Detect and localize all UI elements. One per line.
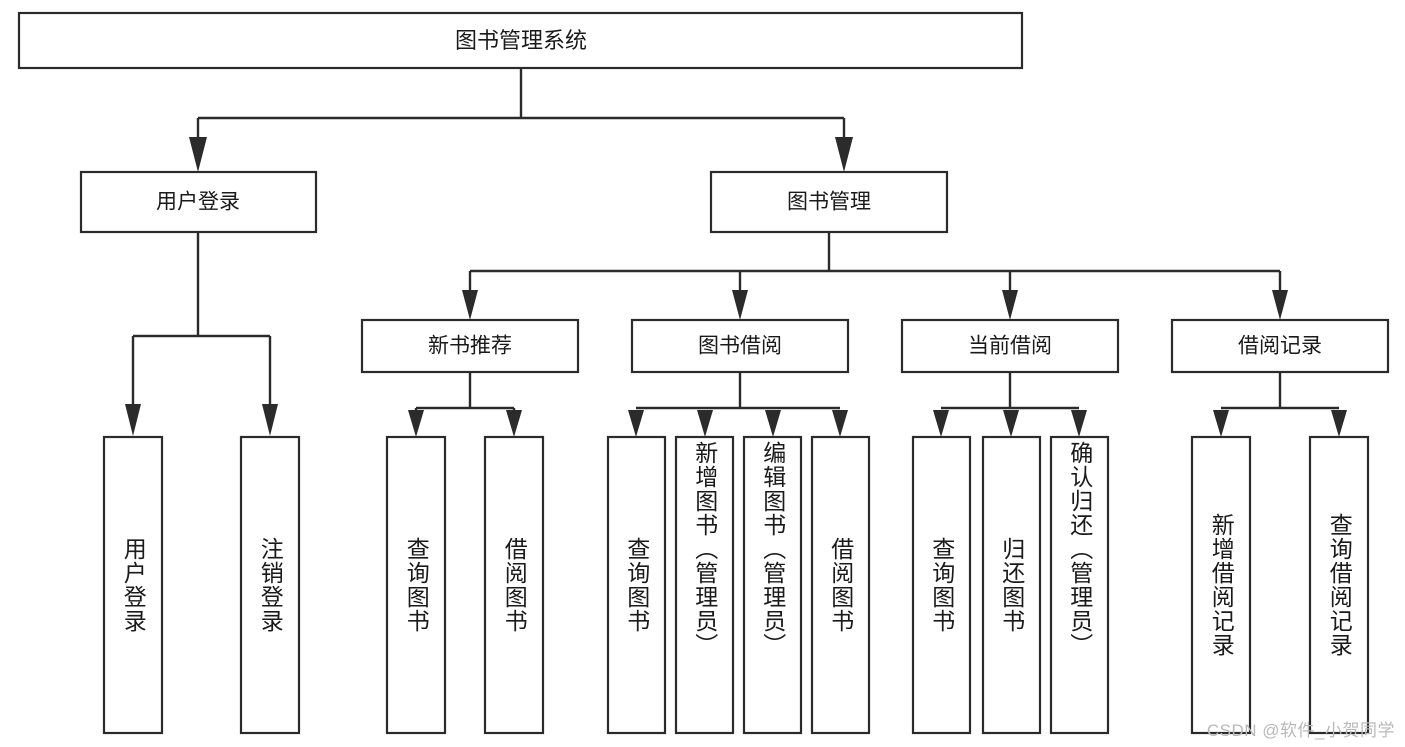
arrow-head-currentborrow-leaf-1 (933, 410, 949, 437)
node-new-book-recommend-box[interactable] (360, 318, 580, 374)
node-new-book-recommend-label: 新书推荐 (428, 335, 512, 358)
node-current-borrow-box[interactable] (900, 318, 1120, 374)
arrow-head-bookborrow-leaf-2 (697, 410, 713, 437)
arrow-head-bookborrow-leaf-4 (832, 410, 848, 437)
arrow-head-newbook-leaf-2 (506, 410, 522, 437)
leaf-box-newbook-borrow[interactable] (483, 435, 545, 735)
watermark: CSDN @软件_小贺同学 (1206, 721, 1395, 740)
node-book-manage-label: 图书管理 (787, 191, 871, 214)
leaf-box-record-add[interactable] (1190, 435, 1252, 735)
arrow-head-leaf-logout (262, 404, 278, 436)
arrow-head-newbook-leaf-1 (408, 410, 424, 437)
leaf-box-bookborrow-add[interactable] (674, 435, 735, 735)
leaf-box-user-login[interactable] (102, 435, 164, 735)
node-root[interactable]: 图书管理系统 (17, 11, 1024, 70)
node-root-box[interactable] (17, 11, 1024, 70)
node-user-login[interactable]: 用户登录 (79, 170, 318, 234)
arrow-head-borrowrecord-leaf-2 (1331, 410, 1347, 437)
connector-layer (125, 68, 1347, 437)
leaf-box-newbook-query[interactable] (385, 435, 447, 735)
node-current-borrow[interactable]: 当前借阅 (900, 318, 1120, 374)
arrow-head-current-borrow (1002, 290, 1018, 320)
arrow-head-borrowrecord-leaf-1 (1213, 410, 1229, 437)
arrow-head-book-manage (835, 137, 853, 172)
leaf-box-currentborrow-return[interactable] (981, 435, 1042, 735)
node-borrow-record[interactable]: 借阅记录 (1170, 318, 1390, 374)
arrow-head-new-book (462, 290, 478, 320)
node-book-manage-box[interactable] (709, 170, 949, 234)
node-book-borrow-box[interactable] (630, 318, 850, 374)
leaf-box-currentborrow-query[interactable] (911, 435, 972, 735)
arrow-head-bookborrow-leaf-1 (628, 410, 644, 437)
leaf-box-bookborrow-lend[interactable] (810, 435, 871, 735)
node-new-book-recommend[interactable]: 新书推荐 (360, 318, 580, 374)
leaf-box-logout[interactable] (239, 435, 301, 735)
node-book-borrow-label: 图书借阅 (698, 335, 782, 358)
arrow-head-borrow-record (1272, 290, 1288, 320)
arrow-head-leaf-user-login (125, 404, 141, 436)
node-root-label: 图书管理系统 (455, 28, 587, 53)
arrow-head-bookborrow-leaf-3 (765, 410, 781, 437)
arrow-head-currentborrow-leaf-3 (1071, 410, 1087, 437)
node-book-borrow[interactable]: 图书借阅 (630, 318, 850, 374)
node-borrow-record-box[interactable] (1170, 318, 1390, 374)
leaf-box-record-query[interactable] (1308, 435, 1370, 735)
node-user-login-label: 用户登录 (156, 191, 240, 214)
leaf-box-bookborrow-query[interactable] (606, 435, 667, 735)
node-borrow-record-label: 借阅记录 (1238, 335, 1322, 358)
arrow-head-book-borrow (732, 290, 748, 320)
node-user-login-box[interactable] (79, 170, 318, 234)
node-book-manage[interactable]: 图书管理 (709, 170, 949, 234)
leaf-box-bookborrow-edit[interactable] (742, 435, 803, 735)
arrow-head-user-login (189, 137, 207, 172)
leaf-box-currentborrow-confirm[interactable] (1049, 435, 1110, 735)
node-current-borrow-label: 当前借阅 (968, 335, 1052, 358)
leaf-box-layer (102, 435, 1370, 735)
arrow-head-currentborrow-leaf-2 (1003, 410, 1019, 437)
